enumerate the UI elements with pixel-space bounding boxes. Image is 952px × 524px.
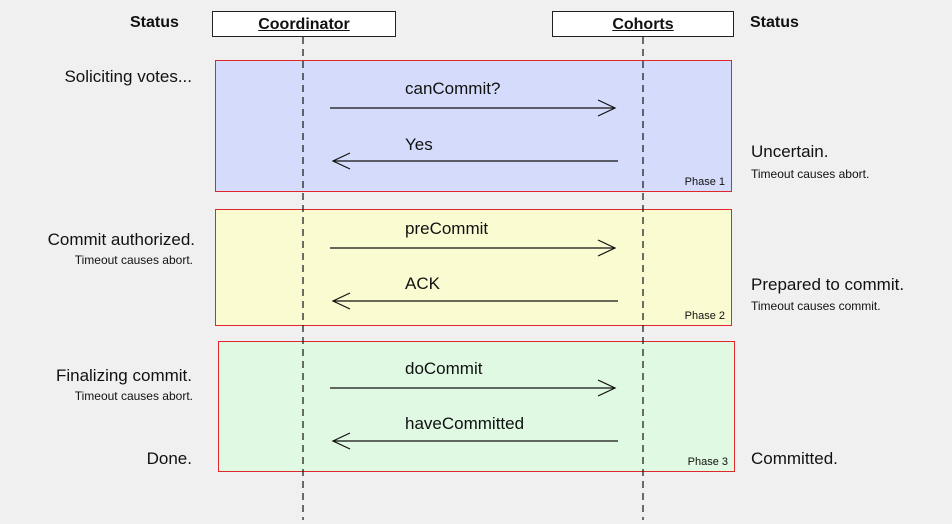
message-label: haveCommitted xyxy=(405,414,525,433)
cohort-status: Uncertain. xyxy=(751,142,829,161)
cohorts-box: Cohorts xyxy=(552,11,734,37)
arrow-precommit xyxy=(330,239,617,257)
cohort-status: Prepared to commit. xyxy=(751,275,905,294)
coordinator-status-note: Timeout causes abort. xyxy=(74,253,193,267)
message-label: preCommit xyxy=(405,219,489,238)
message-label: doCommit xyxy=(405,359,483,378)
message-label: ACK xyxy=(405,274,440,293)
right-status-header: Status xyxy=(750,14,799,31)
arrow-docommit xyxy=(330,379,617,397)
phase-1-label: Phase 1 xyxy=(684,176,725,188)
cohort-status-note: Timeout causes abort. xyxy=(751,167,870,181)
coordinator-status: Soliciting votes... xyxy=(64,67,192,86)
coordinator-status: Finalizing commit. xyxy=(55,366,192,385)
phase-3-box: Phase 3 xyxy=(218,341,735,472)
phase-2-label: Phase 2 xyxy=(684,310,725,322)
arrow-ack xyxy=(331,292,618,310)
coordinator-status-note: Timeout causes abort. xyxy=(74,389,193,403)
coordinator-status: Done. xyxy=(146,449,192,468)
coordinator-status: Commit authorized. xyxy=(47,230,195,249)
left-status-header: Status xyxy=(130,14,179,31)
coordinator-box: Coordinator xyxy=(212,11,396,37)
arrow-yes xyxy=(331,152,618,170)
arrow-cancommit xyxy=(330,99,617,117)
arrow-havecommitted xyxy=(331,432,618,450)
phase-1-box: Phase 1 xyxy=(215,60,732,192)
message-label: Yes xyxy=(405,135,433,154)
phase-3-label: Phase 3 xyxy=(687,456,728,468)
cohort-status-note: Timeout causes commit. xyxy=(751,299,881,313)
message-label: canCommit? xyxy=(405,79,501,98)
cohort-status: Committed. xyxy=(751,449,838,468)
phase-2-box: Phase 2 xyxy=(215,209,732,326)
